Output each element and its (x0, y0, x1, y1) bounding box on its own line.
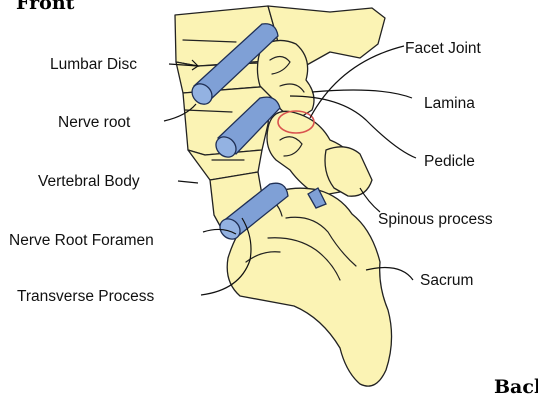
label-facet-joint: Facet Joint (405, 40, 482, 57)
back-label: Back (494, 376, 538, 398)
label-spinous-process: Spinous process (378, 211, 493, 228)
leader-lamina (312, 90, 412, 98)
label-transverse-process: Transverse Process (17, 288, 154, 305)
label-lumbar-disc: Lumbar Disc (50, 56, 137, 73)
label-lamina: Lamina (424, 95, 475, 112)
label-vertebral-body: Vertebral Body (38, 173, 140, 190)
front-label: Front (16, 0, 75, 14)
label-sacrum: Sacrum (420, 272, 473, 289)
label-nerve-root: Nerve root (58, 114, 131, 131)
label-nerve-root-foramen: Nerve Root Foramen (9, 232, 154, 249)
label-pedicle: Pedicle (424, 153, 475, 170)
leader-vertebral-body (178, 181, 198, 183)
